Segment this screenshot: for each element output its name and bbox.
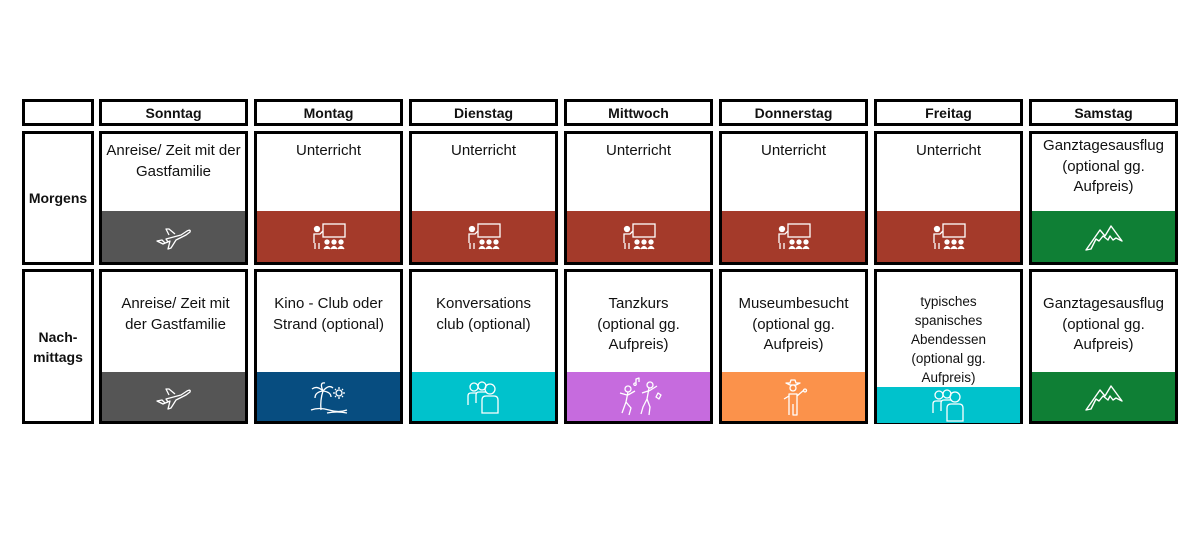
header-day-label: Samstag [1074, 104, 1133, 121]
activity-band [412, 372, 555, 421]
header-day-label: Mittwoch [608, 104, 669, 121]
activity-text: Ganztagesausflug (optional gg. Aufpreis) [1043, 295, 1164, 353]
people-icon [466, 379, 502, 415]
afternoon-slot-samstag: Ganztagesausflug (optional gg. Aufpreis) [1029, 269, 1178, 424]
mountain-icon [1083, 381, 1125, 413]
activity-band [257, 211, 400, 262]
activity-band [412, 211, 555, 262]
header-day-label: Montag [303, 104, 354, 121]
activity-band [1032, 372, 1175, 421]
morning-slot-freitag: Unterricht [874, 131, 1023, 265]
classroom-icon [774, 221, 814, 253]
activity-band [722, 211, 865, 262]
airplane-icon [154, 222, 194, 252]
activity-band [722, 372, 865, 421]
afternoon-slot-sonntag: Anreise/ Zeit mit der Gastfamilie [99, 269, 248, 424]
header-day-label: Sonntag [145, 104, 202, 121]
header-day-dienstag: Dienstag [409, 99, 558, 126]
morning-slot-mittwoch: Unterricht [564, 131, 713, 265]
activity-text: Unterricht [605, 142, 672, 159]
guide-icon [779, 377, 809, 417]
header-day-mittwoch: Mittwoch [564, 99, 713, 126]
beach-icon [309, 380, 349, 414]
activity-band [257, 372, 400, 421]
afternoon-slot-donnerstag: Museumbesucht (optional gg. Aufpreis) [719, 269, 868, 424]
afternoon-slot-dienstag: Konversations club (optional) [409, 269, 558, 424]
afternoon-slot-mittwoch: Tanzkurs (optional gg. Aufpreis) [564, 269, 713, 424]
activity-band [1032, 211, 1175, 262]
activity-text: Museumbesucht (optional gg. Aufpreis) [738, 295, 849, 353]
activity-text: Unterricht [760, 142, 827, 159]
activity-text: Kino - Club oder Strand (optional) [273, 295, 384, 333]
afternoon-slot-montag: Kino - Club oder Strand (optional) [254, 269, 403, 424]
activity-text: Anreise/ Zeit mit der Gastfamilie [121, 295, 230, 333]
header-day-label: Dienstag [453, 104, 514, 121]
people-icon [931, 387, 967, 423]
header-corner [22, 99, 94, 126]
row-label-afternoon: Nach-mittags [22, 269, 94, 424]
header-day-label: Donnerstag [754, 104, 833, 121]
morning-slot-samstag: Ganztagesausflug (optional gg. Aufpreis) [1029, 131, 1178, 265]
header-day-montag: Montag [254, 99, 403, 126]
activity-text: Unterricht [295, 142, 362, 159]
morning-slot-sonntag: Anreise/ Zeit mit der Gastfamilie [99, 131, 248, 265]
classroom-icon [619, 221, 659, 253]
row-label-text: Morgens [28, 190, 88, 206]
activity-text: Anreise/ Zeit mit der Gastfamilie [106, 142, 241, 180]
airplane-icon [154, 382, 194, 412]
header-day-samstag: Samstag [1029, 99, 1178, 126]
activity-text: typisches spanisches Abendessen (optiona… [910, 294, 987, 385]
mountain-icon [1083, 221, 1125, 253]
activity-text: Ganztagesausflug (optional gg. Aufpreis) [1043, 137, 1164, 195]
activity-band [567, 211, 710, 262]
morning-slot-donnerstag: Unterricht [719, 131, 868, 265]
afternoon-slot-freitag: typisches spanisches Abendessen (optiona… [874, 269, 1023, 424]
activity-text: Unterricht [450, 142, 517, 159]
header-day-label: Freitag [925, 104, 972, 121]
activity-text: Unterricht [915, 142, 982, 159]
activity-band [102, 211, 245, 262]
classroom-icon [464, 221, 504, 253]
activity-text: Konversations club (optional) [435, 295, 532, 333]
row-label-morning: Morgens [22, 131, 94, 265]
header-day-freitag: Freitag [874, 99, 1023, 126]
row-label-text: Nach-mittags [33, 328, 83, 365]
dancing-icon [614, 376, 664, 417]
morning-slot-dienstag: Unterricht [409, 131, 558, 265]
activity-band [877, 211, 1020, 262]
activity-band [567, 372, 710, 421]
classroom-icon [929, 221, 969, 253]
header-day-donnerstag: Donnerstag [719, 99, 868, 126]
classroom-icon [309, 221, 349, 253]
activity-band [102, 372, 245, 421]
activity-text: Tanzkurs (optional gg. Aufpreis) [597, 295, 680, 353]
activity-band [877, 387, 1020, 423]
header-day-sonntag: Sonntag [99, 99, 248, 126]
morning-slot-montag: Unterricht [254, 131, 403, 265]
